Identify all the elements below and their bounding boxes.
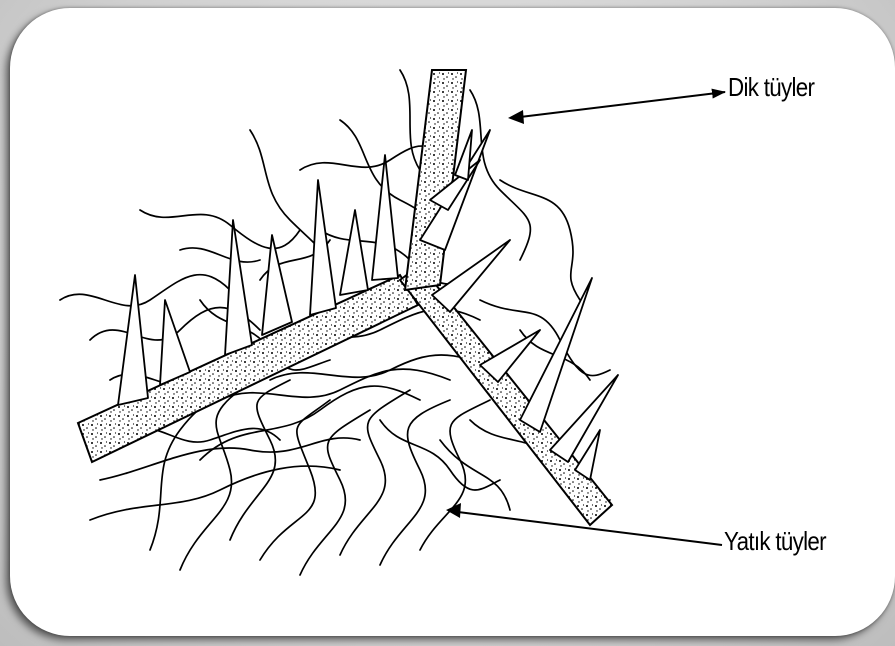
arrow-upright-hairs (512, 92, 725, 118)
label-appressed-hairs: Yatık tüyler (724, 526, 826, 557)
arrowhead-upright (508, 110, 524, 124)
label-upright-hairs: Dik tüyler (728, 72, 814, 103)
